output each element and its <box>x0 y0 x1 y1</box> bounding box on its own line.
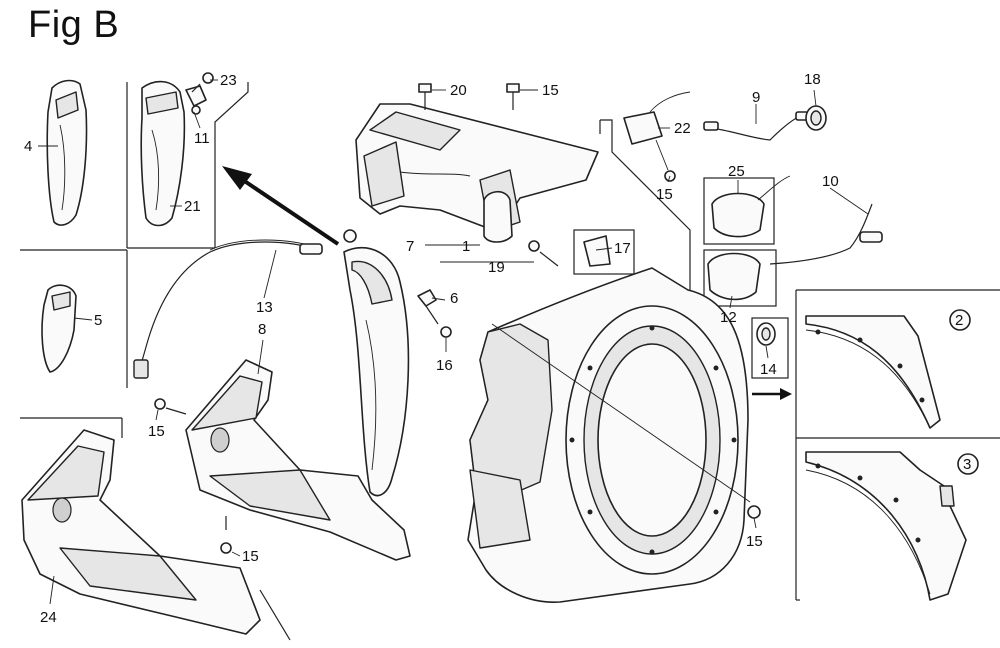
callout-16: 16 <box>436 357 453 374</box>
center-frame-lines <box>599 119 691 300</box>
part-24-lower-shroud <box>21 429 261 635</box>
callout-7: 7 <box>406 238 414 255</box>
part-14-grommet <box>751 317 789 379</box>
callout-15-top: 15 <box>542 82 559 99</box>
fan-housing <box>467 267 751 603</box>
part-18-clip <box>805 105 827 131</box>
part-16-bolt <box>425 305 452 338</box>
detail-view-2 <box>805 309 971 429</box>
callout-14: 14 <box>760 361 777 378</box>
callout-23: 23 <box>220 72 237 89</box>
part-4-shroud <box>46 79 88 226</box>
detail-view-2-label: 2 <box>955 312 963 329</box>
callout-10: 10 <box>822 173 839 190</box>
callout-13: 13 <box>256 299 273 316</box>
part-20-bolt <box>418 83 432 110</box>
detail-arrow <box>752 388 792 400</box>
detail-view-3 <box>805 451 979 601</box>
part-6-nut <box>417 289 437 307</box>
part-15-bolt-bottom <box>220 516 232 554</box>
callout-9: 9 <box>752 89 760 106</box>
figure-title: Fig B <box>28 4 120 46</box>
callout-17: 17 <box>614 240 631 257</box>
callout-21: 21 <box>184 198 201 215</box>
detail-view-3-label: 3 <box>963 456 971 473</box>
part-5-bracket <box>41 284 77 373</box>
part-8-lower-shroud <box>185 359 411 561</box>
callout-15-right: 15 <box>746 533 763 550</box>
part-19-screw <box>528 240 559 267</box>
detail-views-frame <box>795 289 1000 601</box>
callout-15-bottom: 15 <box>242 548 259 565</box>
leader-lines <box>38 79 869 605</box>
callout-22: 22 <box>674 120 691 137</box>
callout-6: 6 <box>450 290 458 307</box>
part-15-bolt-right <box>747 505 761 519</box>
callout-15-mid: 15 <box>656 186 673 203</box>
callout-12: 12 <box>720 309 737 326</box>
callout-25: 25 <box>728 163 745 180</box>
part-15-bolt-left <box>154 398 187 415</box>
part-10-harness <box>769 203 883 265</box>
callout-5: 5 <box>94 312 102 329</box>
callout-15-left: 15 <box>148 423 165 440</box>
upper-control-bracket <box>355 103 599 243</box>
callout-18: 18 <box>804 71 821 88</box>
curved-guide-plate <box>343 229 410 497</box>
callout-24: 24 <box>40 609 57 626</box>
part-13-cable <box>133 239 323 379</box>
callout-19: 19 <box>488 259 505 276</box>
part-12-coil <box>703 249 777 307</box>
part-23-screw <box>191 72 214 93</box>
callout-11: 11 <box>194 130 210 147</box>
part-15-bolt-top <box>506 83 520 110</box>
callout-8: 8 <box>258 321 266 338</box>
callout-labels: 4 11 21 23 5 13 8 15 15 24 20 15 7 1 19 … <box>24 71 971 626</box>
direction-arrow <box>222 166 340 246</box>
callout-4: 4 <box>24 138 32 155</box>
part-22-module <box>623 91 691 182</box>
callout-1: 1 <box>462 238 470 255</box>
part-21-shroud <box>140 80 186 227</box>
part-25-coil <box>703 175 791 245</box>
part-17-switch <box>573 229 635 275</box>
part-11-clip <box>185 85 207 115</box>
lower-left-frame <box>20 417 291 641</box>
callout-20: 20 <box>450 82 467 99</box>
upper-left-inset-frame <box>20 82 249 388</box>
